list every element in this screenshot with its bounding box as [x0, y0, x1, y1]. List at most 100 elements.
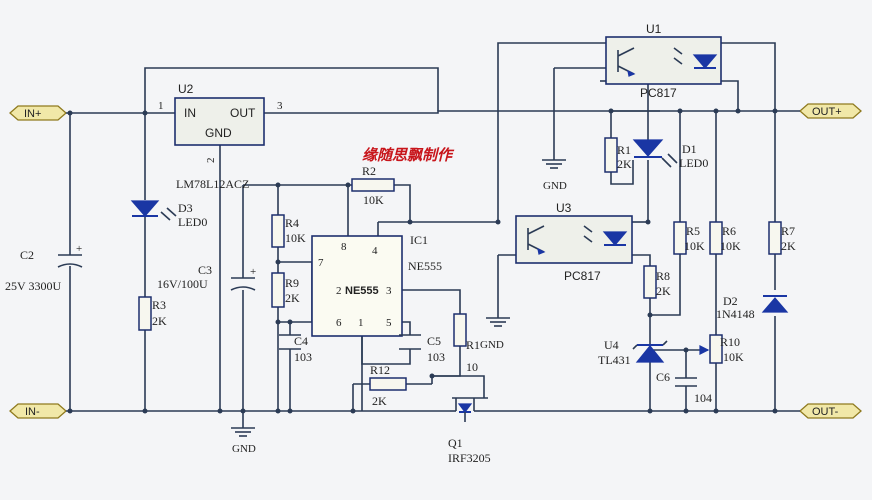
optocoupler-u1: U1 PC817	[605, 22, 722, 100]
c4-ref: C4	[294, 334, 308, 348]
diagram-title: 缘随思飘制作	[362, 146, 455, 164]
u4-ref: U4	[604, 338, 619, 352]
r9-ref: R9	[285, 276, 299, 290]
resistor-r4: R4 10K	[271, 214, 306, 248]
mosfet-q1: Q1 IRF3205	[448, 397, 491, 465]
u2-pin3: 3	[277, 100, 283, 112]
capacitor-c2: + C2 25V 3300U	[5, 243, 83, 293]
c3-ref: C3	[198, 263, 212, 277]
ic1-pin5: 5	[386, 317, 392, 329]
ic1-pin8: 8	[341, 241, 347, 253]
r9-value: 2K	[285, 291, 300, 305]
u2-part: LM78L12ACZ	[176, 177, 249, 191]
r3-value: 2K	[152, 314, 167, 328]
r5-value: 10K	[684, 239, 705, 253]
r12-ref: R12	[370, 363, 390, 377]
capacitor-c6: C6 104	[656, 370, 712, 405]
timer-ic1: IC1 NE555 NE555 8 4 7 2 3 6 1 5	[311, 233, 442, 337]
u4-part: TL431	[598, 353, 631, 367]
port-out-plus-label: OUT+	[812, 106, 842, 118]
u2-in-label: IN	[184, 106, 196, 120]
d1-value: LED0	[679, 156, 708, 170]
r6-value: 10K	[720, 239, 741, 253]
u2-out-label: OUT	[230, 106, 256, 120]
ground-symbol-1: GND	[231, 427, 256, 455]
gnd-label-1: GND	[232, 443, 256, 455]
d3-value: LED0	[178, 215, 207, 229]
ic1-ref: IC1	[410, 233, 428, 247]
u3-part: PC817	[564, 269, 601, 283]
r1-ref: R1	[617, 143, 631, 157]
capacitor-c5: C5 103	[399, 334, 445, 364]
regulator-u2: IN OUT GND U2 1 3 2 LM78L12ACZ	[158, 82, 283, 191]
c4-value: 103	[294, 350, 312, 364]
ic1-pin1: 1	[358, 317, 364, 329]
r1-gate-value: 10	[466, 360, 478, 374]
port-out-minus: OUT-	[799, 403, 862, 419]
resistor-r7: R7 2K	[768, 221, 796, 255]
r7-value: 2K	[781, 239, 796, 253]
r7-ref: R7	[781, 224, 795, 238]
r10-ref: R10	[720, 335, 740, 349]
u2-pin2: 2	[205, 158, 217, 164]
c6-value: 104	[694, 391, 712, 405]
ic1-pin3: 3	[386, 285, 392, 297]
d1-ref: D1	[682, 142, 697, 156]
u1-part: PC817	[640, 86, 677, 100]
resistor-r6: R6 10K	[709, 221, 741, 255]
wires	[66, 42, 800, 428]
resistor-r2: R2 10K	[351, 164, 395, 207]
r3-ref: R3	[152, 298, 166, 312]
r2-ref: R2	[362, 164, 376, 178]
q1-ref: Q1	[448, 436, 463, 450]
u1-ref: U1	[646, 22, 662, 36]
r4-ref: R4	[285, 216, 299, 230]
gnd-label-2: GND	[543, 180, 567, 192]
gnd-label-3: GND	[480, 339, 504, 351]
svg-text:+: +	[76, 243, 82, 255]
resistor-r1: R1 2K	[604, 137, 632, 173]
c2-value: 25V 3300U	[5, 279, 61, 293]
capacitor-c3: + C3 16V/100U	[157, 263, 256, 291]
d2-part: 1N4148	[716, 307, 755, 321]
c5-value: 103	[427, 350, 445, 364]
resistor-r9: R9 2K	[271, 272, 300, 308]
r10-value: 10K	[723, 350, 744, 364]
resistor-r8: R8 2K	[643, 265, 671, 299]
c6-ref: C6	[656, 370, 670, 384]
d3-ref: D3	[178, 201, 193, 215]
u2-pin1: 1	[158, 100, 164, 112]
led-d1: D1 LED0	[632, 139, 708, 170]
ic1-inner: NE555	[345, 285, 379, 297]
c2-ref: C2	[20, 248, 34, 262]
resistor-r1-gate: R1 10	[453, 313, 480, 374]
r8-value: 2K	[656, 284, 671, 298]
resistor-r5: R5 10K	[673, 221, 705, 255]
d2-ref: D2	[723, 294, 738, 308]
q1-part: IRF3205	[448, 451, 491, 465]
r2-value: 10K	[363, 193, 384, 207]
diode-d2: D2 1N4148	[716, 294, 789, 321]
port-in-minus-label: IN-	[25, 406, 40, 418]
potentiometer-r10: R10 10K	[699, 334, 744, 364]
port-in-plus: IN+	[9, 105, 67, 121]
ic1-pin4: 4	[372, 245, 378, 257]
c3-value: 16V/100U	[157, 277, 208, 291]
r1-gate-ref: R1	[466, 338, 480, 352]
ic1-pin2: 2	[336, 285, 342, 297]
resistor-r12: R12 2K	[369, 363, 407, 408]
r6-ref: R6	[722, 224, 736, 238]
resistor-r3: R3 2K	[138, 296, 167, 331]
svg-text:+: +	[250, 266, 256, 278]
shunt-regulator-u4: U4 TL431	[598, 338, 668, 367]
junction-dots	[67, 108, 778, 414]
port-in-plus-label: IN+	[24, 108, 41, 120]
port-in-minus: IN-	[9, 403, 67, 419]
capacitor-c4: C4 103	[279, 334, 312, 364]
port-out-plus: OUT+	[799, 103, 862, 119]
ground-symbol-2: GND	[542, 159, 567, 192]
ground-symbol-3: GND	[480, 298, 510, 351]
r4-value: 10K	[285, 231, 306, 245]
